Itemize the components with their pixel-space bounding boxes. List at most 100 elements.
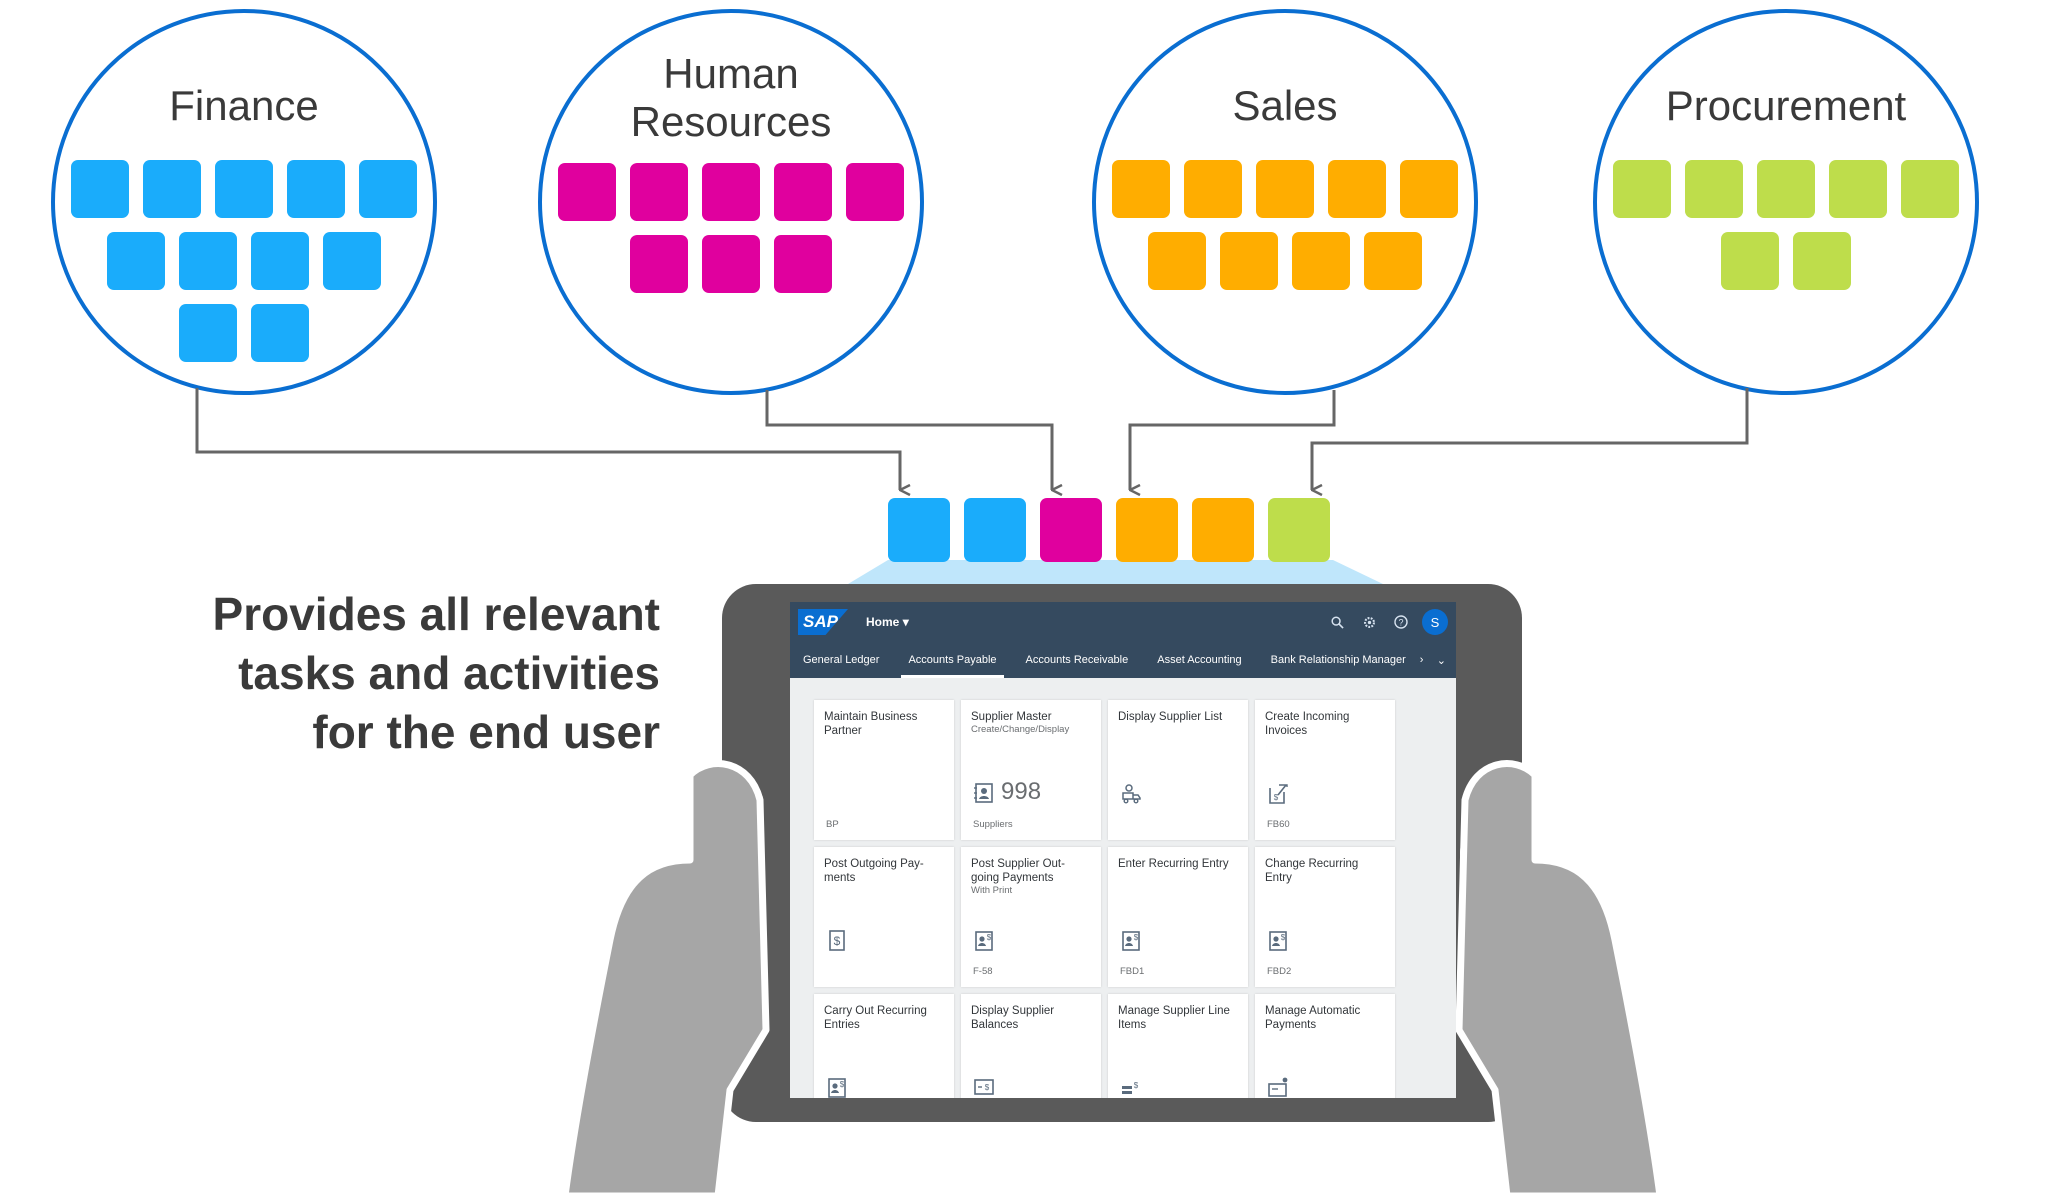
tile-footer: FBD1 — [1120, 966, 1145, 977]
tab-bank-relationship-manager[interactable]: Bank Relationship Manager — [1270, 654, 1406, 666]
tab-asset-accounting[interactable]: Asset Accounting — [1157, 654, 1242, 666]
category-title: Resources — [631, 98, 832, 145]
tile-footer: F-58 — [973, 966, 993, 977]
app-tile — [251, 304, 309, 362]
auto-payment-icon — [1268, 1077, 1288, 1097]
app-tile — [1793, 232, 1851, 290]
connector-sales — [1128, 390, 1336, 490]
svg-text:?: ? — [1398, 618, 1403, 628]
launchpad-tile[interactable]: Manage Supplier Line Items $ — [1108, 994, 1248, 1098]
chevron-down-icon[interactable]: ⌄ — [1436, 654, 1446, 667]
headline-line: Provides all relevant — [212, 588, 660, 640]
launchpad-tile[interactable]: Enter Recurring Entry$FBD1 — [1108, 847, 1248, 987]
launchpad-tile[interactable]: Display Supplier Balances$ — [961, 994, 1101, 1098]
app-tile — [1757, 160, 1815, 218]
tile-title: Change Recurring Entry — [1265, 858, 1359, 884]
help-icon[interactable]: ? — [1392, 613, 1410, 631]
edit-invoice-icon: $ — [1269, 784, 1288, 804]
shell-bar: SAP Home ▾ ? S — [790, 602, 1456, 642]
app-tile — [558, 163, 616, 221]
connector-hr — [765, 390, 1052, 490]
tile-footer: BP — [826, 819, 839, 830]
caret-down-icon: ▾ — [902, 615, 909, 629]
search-icon[interactable] — [1328, 613, 1346, 631]
tile-kpi: 998 — [1001, 778, 1042, 805]
combined-tiles — [888, 498, 1330, 562]
tile-title: Supplier Master — [971, 711, 1052, 723]
tab-accounts-receivable[interactable]: Accounts Receivable — [1025, 654, 1129, 666]
combined-tile — [1040, 498, 1102, 562]
app-tile — [702, 235, 760, 293]
svg-text:$: $ — [987, 933, 992, 942]
combined-tile — [1116, 498, 1178, 562]
svg-text:$: $ — [1134, 933, 1139, 942]
line-items-icon: $ — [1122, 1081, 1139, 1094]
home-label: Home — [866, 615, 900, 629]
tile-footer: FB60 — [1267, 819, 1290, 830]
supplier-payment-icon: $ — [1122, 931, 1140, 951]
app-tile — [251, 232, 309, 290]
app-tile — [1901, 160, 1959, 218]
connector-finance — [195, 388, 900, 490]
launchpad-tile[interactable]: Display Supplier List — [1108, 700, 1248, 840]
tile-subtitle: Create/Change/Display — [971, 724, 1070, 735]
launchpad-tile[interactable]: Carry Out Recurring Entries $ — [814, 994, 954, 1098]
app-tile — [215, 160, 273, 218]
app-tile — [1148, 232, 1206, 290]
headline-line: tasks and activities — [238, 647, 660, 699]
launchpad-screen: SAP Home ▾ ? S General Ledger Accounts Pa… — [790, 602, 1456, 1098]
supplier-payment-icon: $ — [828, 1078, 846, 1098]
headline-line: for the end user — [312, 706, 660, 758]
launchpad-tile[interactable]: Manage Automatic Payments — [1255, 994, 1395, 1098]
tile-title: Manage Supplier Line Items — [1118, 1005, 1230, 1031]
tile-footer: Suppliers — [973, 819, 1013, 830]
svg-text:$: $ — [1274, 793, 1279, 802]
app-tile — [846, 163, 904, 221]
app-tile — [323, 232, 381, 290]
app-tile — [1112, 160, 1170, 218]
left-hand — [561, 760, 770, 1196]
app-tile — [1220, 232, 1278, 290]
svg-text:$: $ — [1134, 1081, 1139, 1090]
tile-title: Manage Automatic Payments — [1265, 1005, 1361, 1031]
app-tile — [107, 232, 165, 290]
settings-icon[interactable] — [1360, 613, 1378, 631]
tile-title: Maintain Business Partner — [824, 711, 918, 737]
launchpad-tile[interactable]: Post Outgoing Pay-ments$ — [814, 847, 954, 987]
svg-text:$: $ — [834, 934, 841, 948]
app-tile — [1613, 160, 1671, 218]
category-title: Procurement — [1666, 82, 1907, 129]
app-tile — [630, 235, 688, 293]
app-tile — [71, 160, 129, 218]
svg-text:$: $ — [1281, 933, 1286, 942]
tab-accounts-payable[interactable]: Accounts Payable — [901, 642, 1004, 678]
category-title: Sales — [1232, 82, 1337, 129]
app-tile — [1328, 160, 1386, 218]
sap-logo[interactable]: SAP — [798, 609, 848, 635]
combined-tile — [1192, 498, 1254, 562]
home-menu-button[interactable]: Home ▾ — [866, 615, 909, 629]
app-tile — [179, 304, 237, 362]
tab-general-ledger[interactable]: General Ledger — [803, 654, 880, 666]
chevron-right-icon[interactable]: › — [1419, 654, 1424, 666]
tile-title: Carry Out Recurring Entries — [824, 1005, 927, 1031]
app-tile — [774, 235, 832, 293]
tile-title: Display Supplier Balances — [971, 1005, 1055, 1031]
tile-beam — [848, 560, 1383, 584]
launchpad-tile[interactable]: Change Recurring Entry$FBD2 — [1255, 847, 1395, 987]
combined-tile — [888, 498, 950, 562]
app-tile — [1721, 232, 1779, 290]
app-tile — [1685, 160, 1743, 218]
category-procurement: Procurement — [1593, 9, 1979, 395]
app-tile — [1400, 160, 1458, 218]
app-tile — [359, 160, 417, 218]
category-title: Finance — [169, 82, 318, 129]
user-avatar[interactable]: S — [1422, 609, 1448, 635]
tab-bar: General Ledger Accounts Payable Accounts R… — [790, 642, 1456, 678]
launchpad-tile[interactable]: Create Incoming Invoices$FB60 — [1255, 700, 1395, 840]
